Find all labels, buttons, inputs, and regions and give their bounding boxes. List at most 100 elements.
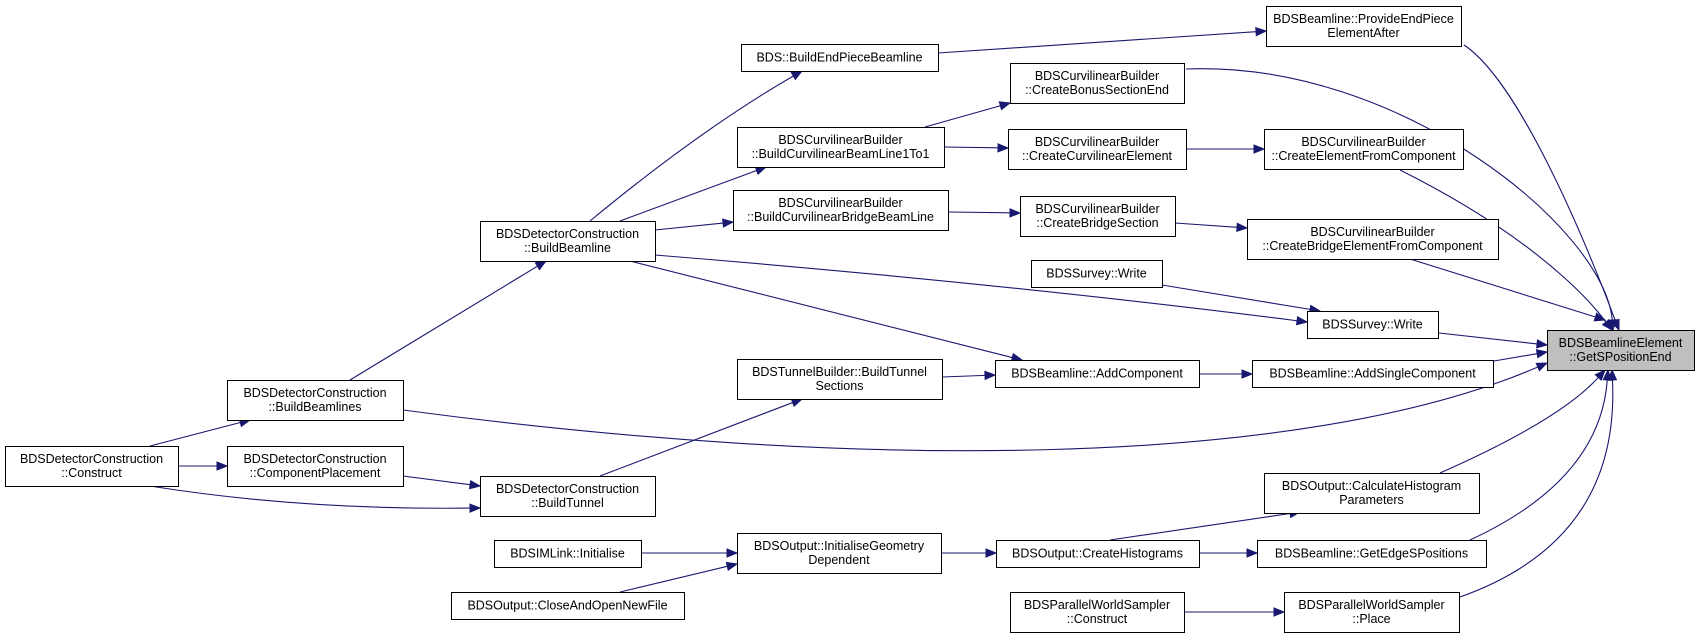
edge-addcomp-to-addsingle: [1199, 369, 1254, 379]
arrowhead: [534, 260, 548, 271]
node-addsingle[interactable]: BDSBeamline::AddSingleComponent: [1252, 360, 1494, 388]
node-box: [1031, 260, 1163, 288]
node-bds_buildend[interactable]: BDS::BuildEndPieceBeamline: [741, 44, 939, 72]
node-pwsconstruct[interactable]: BDSParallelWorldSampler::Construct: [1010, 592, 1185, 633]
edge-line: [402, 366, 1539, 452]
node-box: [1284, 592, 1460, 633]
node-elemfromcomp[interactable]: BDSCurvilinearBuilder::CreateElementFrom…: [1264, 129, 1464, 170]
node-survey1[interactable]: BDSSurvey::Write: [1031, 260, 1163, 288]
node-compplace[interactable]: BDSDetectorConstruction::ComponentPlacem…: [227, 446, 404, 487]
node-label-line: BDSDetectorConstruction: [496, 227, 639, 241]
node-label-line: ::CreateBridgeSection: [1036, 216, 1158, 230]
node-buildbeamlines[interactable]: BDSDetectorConstruction::BuildBeamlines: [227, 380, 404, 421]
arrowhead: [1295, 315, 1309, 326]
node-buildtunnel[interactable]: BDSDetectorConstruction::BuildTunnel: [480, 476, 656, 517]
node-getspos[interactable]: BDSBeamlineElement::GetSPositionEnd: [1547, 330, 1695, 371]
node-box: [1257, 540, 1487, 568]
node-label-line: ::CreateElementFromComponent: [1271, 149, 1456, 163]
node-box: [741, 44, 939, 72]
node-buildbeamline[interactable]: BDSDetectorConstruction::BuildBeamline: [480, 221, 656, 262]
node-addcomp[interactable]: BDSBeamline::AddComponent: [995, 360, 1200, 388]
edge-buildbeamline-to-addcomp: [629, 260, 1024, 363]
node-closeopen[interactable]: BDSOutput::CloseAndOpenNewFile: [451, 592, 685, 620]
arrowhead: [1607, 368, 1618, 381]
node-label-line: BDSCurvilinearBuilder: [778, 133, 902, 147]
node-bonus[interactable]: BDSCurvilinearBuilder::CreateBonusSectio…: [1010, 63, 1185, 104]
edge-line: [349, 265, 538, 381]
edge-bridgesect-to-bridgeelem: [1174, 222, 1249, 232]
node-label-line: BDSOutput::CalculateHistogram: [1282, 479, 1461, 493]
node-label-line: BDSSurvey::Write: [1322, 318, 1423, 332]
edge-histparams-to-getspos: [1439, 368, 1606, 474]
arrowhead: [1536, 339, 1549, 349]
node-label-line: BDSBeamlineElement: [1559, 336, 1683, 350]
node-box: [1247, 219, 1499, 260]
node-box: [480, 221, 656, 262]
node-buildbridge[interactable]: BDSCurvilinearBuilder::BuildCurvilinearB…: [733, 190, 949, 231]
edge-construct-to-compplace: [178, 461, 229, 471]
edge-line: [1439, 377, 1599, 474]
edge-endpiece-to-getspos: [1463, 44, 1620, 332]
edge-line: [654, 254, 1298, 322]
node-label-line: BDSCurvilinearBuilder: [1035, 69, 1159, 83]
edge-construct-to-buildbeamlines: [149, 418, 252, 447]
edge-line: [1469, 379, 1608, 541]
edge-line: [1459, 379, 1614, 598]
node-box: [1547, 330, 1695, 371]
arrowhead: [1593, 312, 1607, 322]
node-buildcurv1to1[interactable]: BDSCurvilinearBuilder::BuildCurvilinearB…: [737, 127, 945, 168]
edge-tunnelsect-to-addcomp: [941, 370, 997, 381]
node-label-line: ::BuildCurvilinearBeamLine1To1: [752, 147, 930, 161]
node-label-line: ::Place: [1352, 612, 1390, 626]
node-box: [1307, 311, 1439, 339]
edge-line: [924, 105, 1001, 128]
node-label-line: ::CreateCurvilinearElement: [1022, 149, 1173, 163]
node-label-line: Parameters: [1339, 493, 1404, 507]
node-edgespos[interactable]: BDSBeamline::GetEdgeSPositions: [1257, 540, 1487, 568]
node-label-line: BDSCurvilinearBuilder: [778, 196, 902, 210]
node-createcurvel[interactable]: BDSCurvilinearBuilder::CreateCurvilinear…: [1008, 129, 1187, 170]
node-label-line: BDSBeamline::ProvideEndPiece: [1273, 12, 1454, 26]
edge-createhist-to-edgespos: [1199, 548, 1259, 558]
node-box: [995, 360, 1200, 388]
edge-line: [1409, 258, 1596, 318]
node-survey2[interactable]: BDSSurvey::Write: [1307, 311, 1439, 339]
node-bridgesect[interactable]: BDSCurvilinearBuilder::CreateBridgeSecti…: [1020, 196, 1176, 237]
edge-line: [947, 211, 1011, 214]
edge-line: [149, 485, 471, 509]
arrowhead: [468, 479, 482, 490]
edge-line: [1493, 353, 1538, 362]
node-label-line: BDSDetectorConstruction: [243, 452, 386, 466]
node-label-line: BDSCurvilinearBuilder: [1035, 202, 1159, 216]
edge-survey2-to-getspos: [1438, 332, 1549, 349]
node-label-line: BDS::BuildEndPieceBeamline: [756, 51, 922, 65]
node-imlink[interactable]: BDSIMLink::Initialise: [494, 540, 642, 568]
node-label-line: Sections: [816, 379, 864, 393]
edge-createhist-to-histparams: [1109, 508, 1302, 541]
arrowhead: [998, 101, 1012, 111]
edge-line: [1109, 512, 1291, 541]
node-label-line: ::BuildTunnel: [531, 496, 604, 510]
edge-compplace-to-buildtunnel: [402, 475, 482, 490]
edge-survey1-to-survey2: [1161, 284, 1322, 314]
node-bridgeelem[interactable]: BDSCurvilinearBuilder::CreateBridgeEleme…: [1247, 219, 1499, 260]
node-pwsplace[interactable]: BDSParallelWorldSampler::Place: [1284, 592, 1460, 633]
node-box: [1266, 6, 1462, 47]
node-box: [1252, 360, 1494, 388]
edge-line: [1438, 332, 1538, 345]
node-label-line: BDSSurvey::Write: [1046, 267, 1147, 281]
node-createhist[interactable]: BDSOutput::CreateHistograms: [996, 540, 1200, 568]
node-label-line: ::CreateBonusSectionEnd: [1025, 83, 1169, 97]
arrowhead: [1594, 368, 1606, 381]
node-construct[interactable]: BDSDetectorConstruction::Construct: [5, 446, 179, 487]
edge-line: [1463, 44, 1616, 321]
node-label-line: BDSDetectorConstruction: [496, 482, 639, 496]
node-label-line: BDSCurvilinearBuilder: [1310, 225, 1434, 239]
edge-line: [654, 222, 724, 231]
node-box: [1264, 129, 1464, 170]
